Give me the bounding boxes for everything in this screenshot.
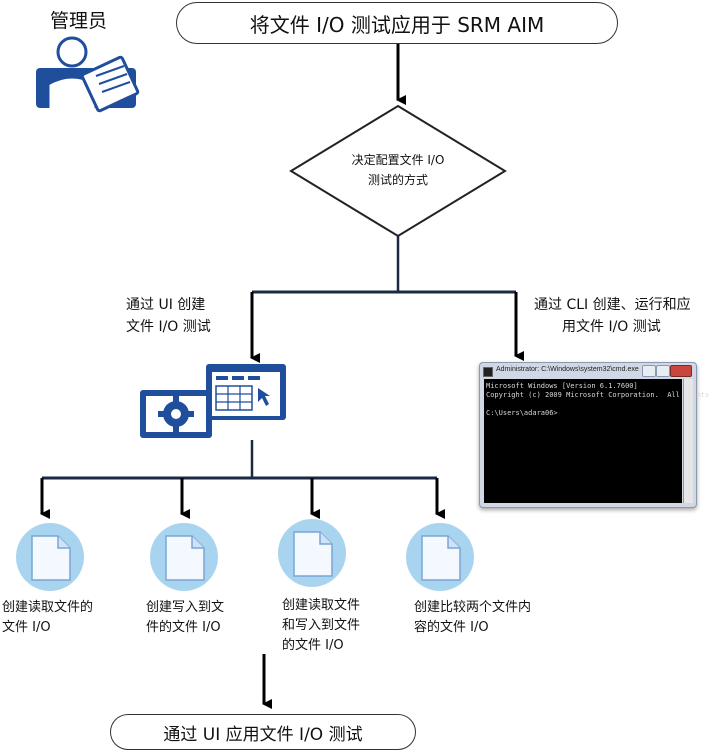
branch-cli-line-2: 用文件 I/O 测试 (562, 319, 661, 335)
end-terminal: 通过 UI 应用文件 I/O 测试 (110, 714, 416, 750)
cmd-window: Administrator: C:\Windows\system32\cmd.e… (479, 362, 709, 508)
document-icon-3 (278, 519, 346, 587)
cmd-line-1: Microsoft Windows [Version 6.1.7600] (486, 382, 638, 390)
cmd-line-2: Copyright (c) 2009 Microsoft Corporation… (486, 391, 709, 399)
maximize-button[interactable] (656, 365, 670, 377)
decision-line-2: 测试的方式 (367, 173, 428, 187)
test-label-3: 创建读取文件 和写入到文件 的文件 I/O (282, 596, 360, 656)
test-4-line-1: 创建比较两个文件内 (414, 600, 532, 615)
cmd-scrollbar[interactable] (683, 379, 693, 503)
test-3-line-3: 的文件 I/O (282, 638, 344, 653)
test-3-line-1: 创建读取文件 (282, 598, 361, 613)
test-4-line-2: 容的文件 I/O (414, 620, 489, 635)
administrator-icon (36, 36, 140, 113)
cmd-app-icon (483, 367, 493, 377)
test-3-line-2: 和写入到文件 (282, 618, 361, 633)
test-label-4: 创建比较两个文件内 容的文件 I/O (414, 598, 531, 638)
document-icon-1 (16, 523, 84, 591)
role-label: 管理员 (50, 10, 108, 32)
test-1-line-1: 创建读取文件的 (2, 600, 94, 615)
cmd-console: Microsoft Windows [Version 6.1.7600] Cop… (484, 379, 709, 503)
test-2-line-2: 件的文件 I/O (146, 620, 221, 635)
document-icon-4 (406, 523, 474, 591)
document-icon-2 (150, 523, 218, 591)
minimize-button[interactable] (642, 365, 656, 377)
decision-text: 决定配置文件 I/O 测试的方式 (318, 150, 478, 190)
branch-ui-line-1: 通过 UI 创建 (126, 297, 206, 313)
decision-line-1: 决定配置文件 I/O (351, 153, 445, 167)
close-button[interactable] (670, 365, 692, 377)
test-label-1: 创建读取文件的 文件 I/O (2, 598, 93, 638)
ui-configuration-icon (140, 364, 286, 438)
test-label-2: 创建写入到文 件的文件 I/O (146, 598, 224, 638)
branch-ui-line-2: 文件 I/O 测试 (126, 319, 211, 335)
start-terminal: 将文件 I/O 测试应用于 SRM AIM (176, 2, 618, 44)
branch-cli-label: 通过 CLI 创建、运行和应 用文件 I/O 测试 (534, 294, 691, 338)
test-2-line-1: 创建写入到文 (146, 600, 225, 615)
cmd-window-title: Administrator: C:\Windows\system32\cmd.e… (496, 366, 639, 373)
test-1-line-2: 文件 I/O (2, 620, 51, 635)
branch-ui-label: 通过 UI 创建 文件 I/O 测试 (126, 294, 211, 338)
branch-cli-line-1: 通过 CLI 创建、运行和应 (534, 297, 691, 313)
cmd-prompt: C:\Users\adara06> (486, 409, 558, 417)
